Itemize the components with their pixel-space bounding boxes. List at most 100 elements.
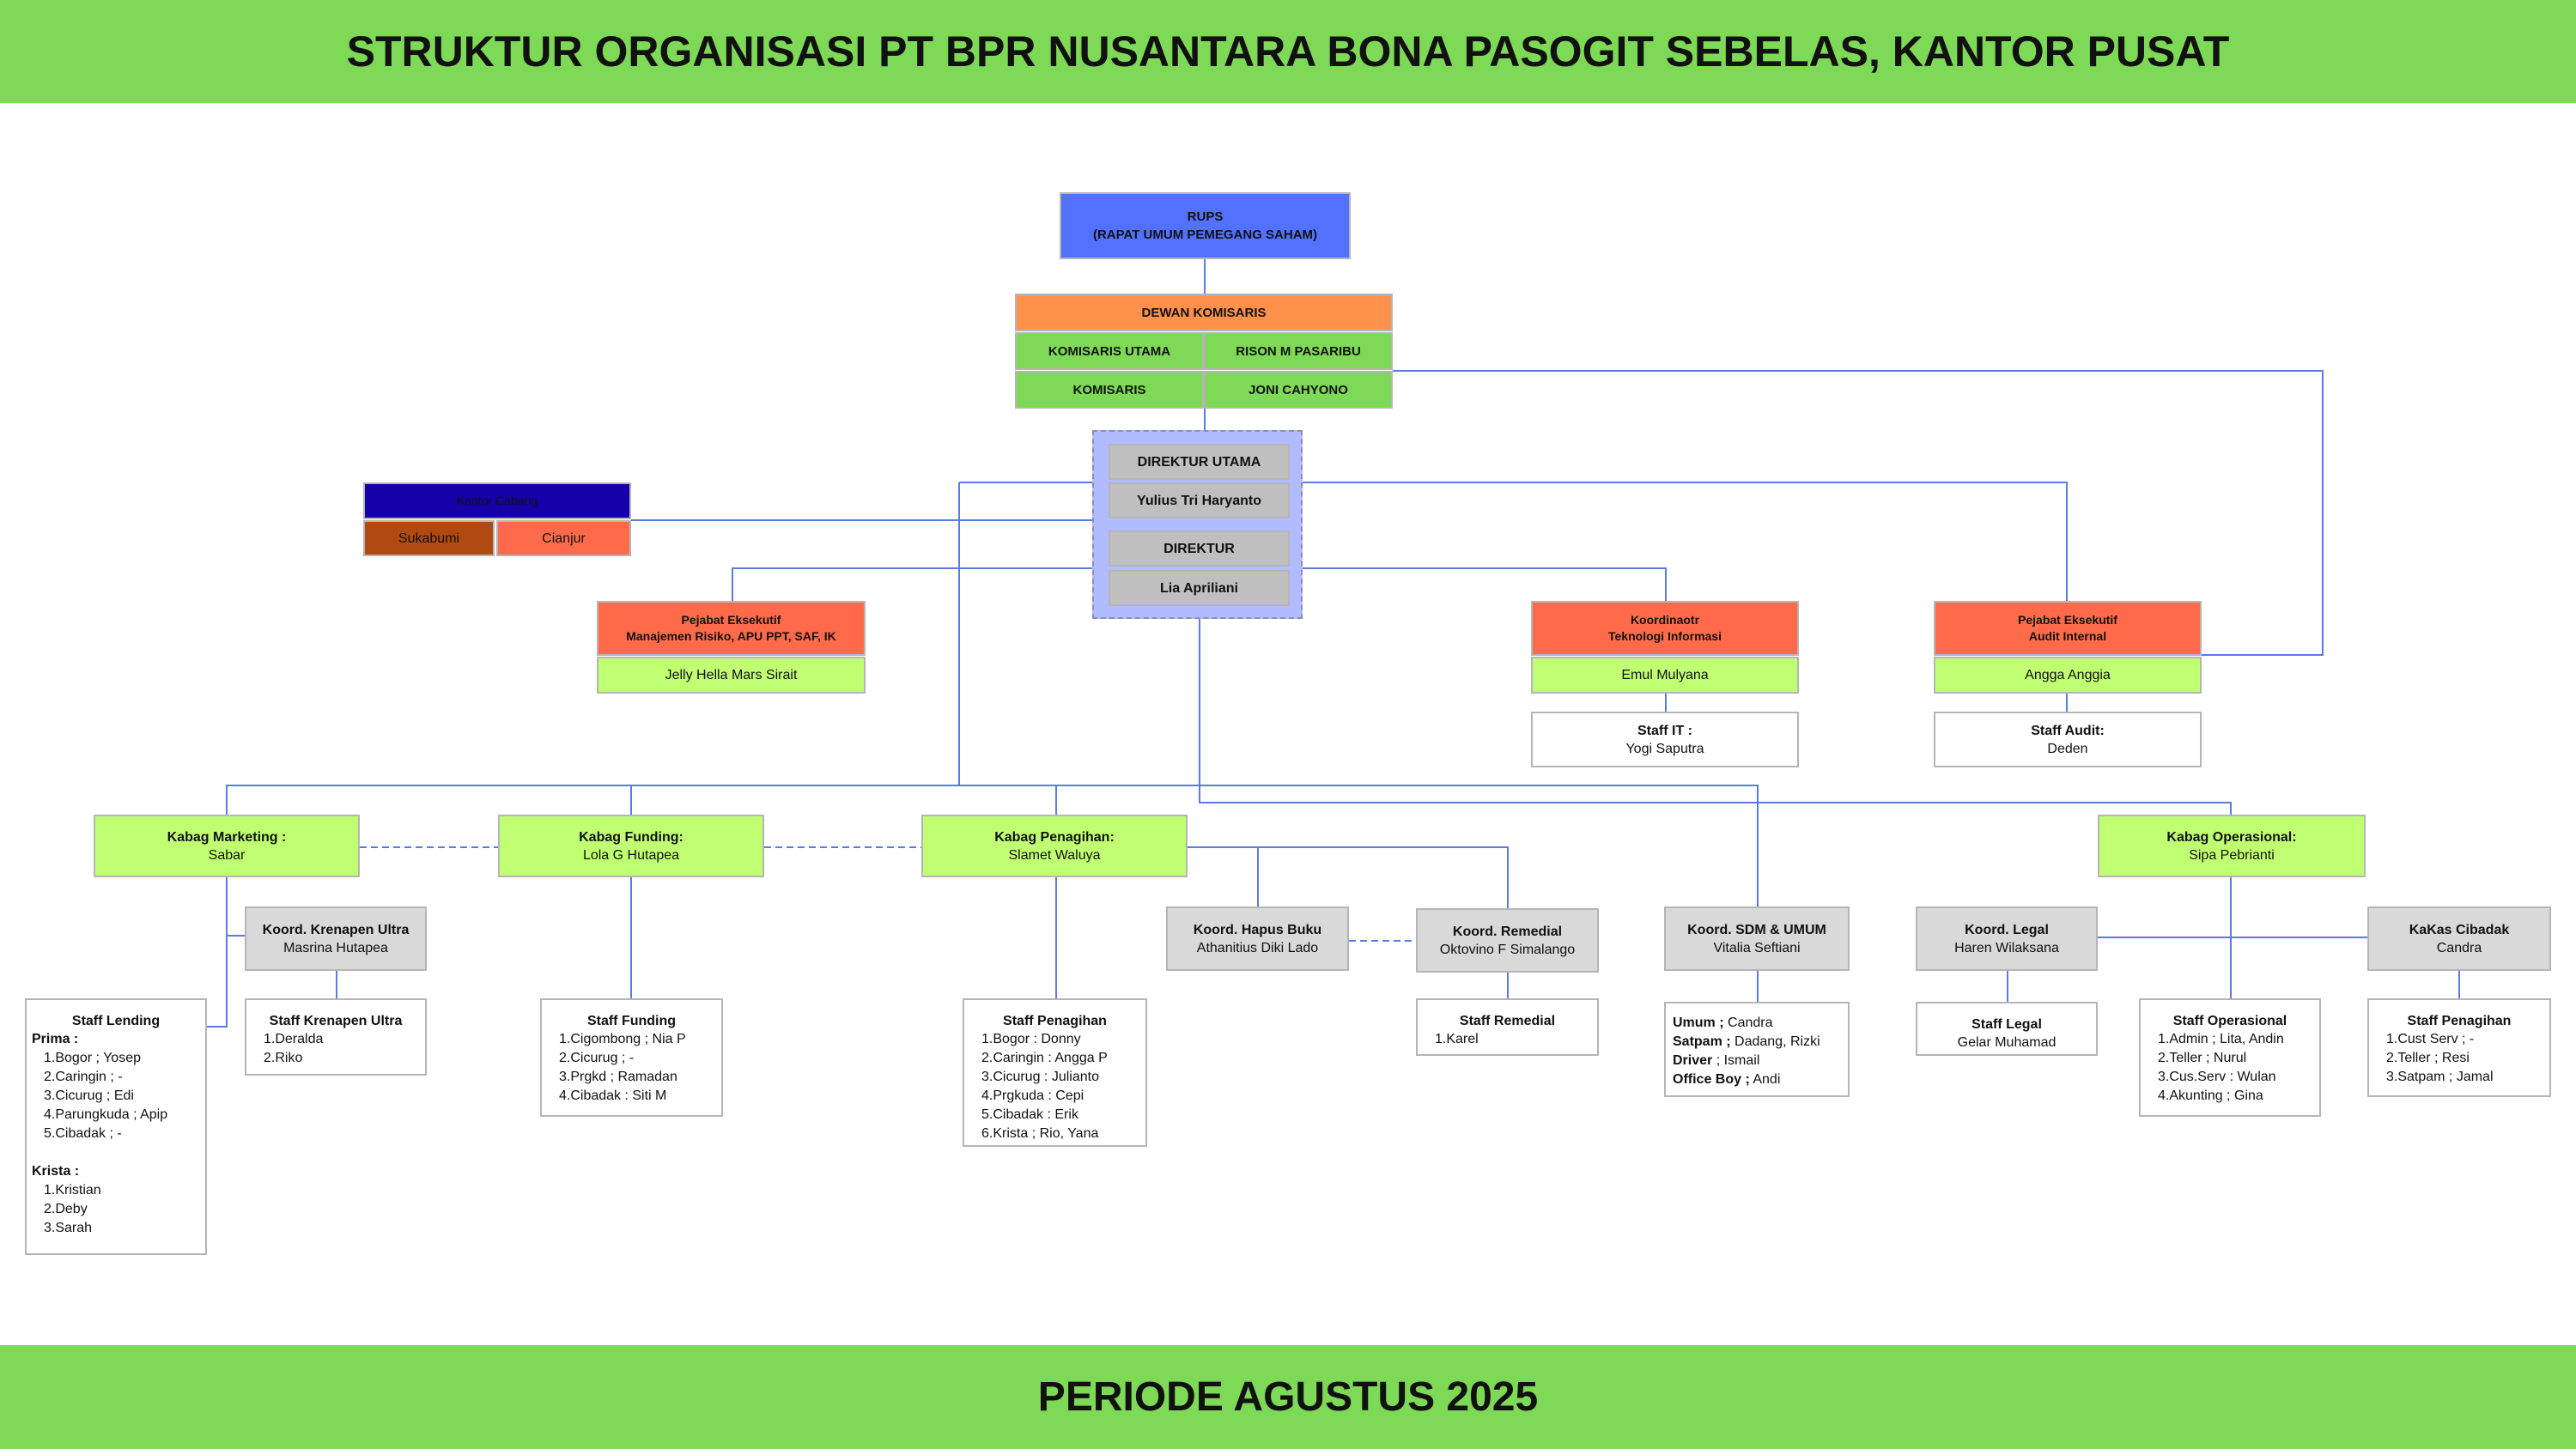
list-item-value: ; Ismail: [1712, 1053, 1760, 1068]
page-title: STRUKTUR ORGANISASI PT BPR NUSANTARA BON…: [0, 0, 2576, 103]
list-item-label: Office Boy ;: [1673, 1072, 1750, 1087]
staff-audit-box: Staff Audit: Deden: [1934, 712, 2202, 767]
list-item: 4.Prgkuda : Cepi: [981, 1088, 1084, 1103]
kabag-penagihan-title: Kabag Penagihan:: [994, 829, 1115, 845]
list-item: Umum ; Candra: [1673, 1014, 1820, 1033]
rups-label: RUPS: [1187, 209, 1224, 224]
kabag-marketing-name: Sabar: [208, 847, 246, 863]
koord-hapus-buku-title: Koord. Hapus Buku: [1193, 922, 1322, 937]
pejabat-mr-title-line1: Pejabat Eksekutif: [681, 613, 781, 627]
komisaris-utama-role: KOMISARIS UTAMA: [1015, 332, 1204, 370]
kabag-marketing-box: Kabag Marketing : Sabar: [94, 815, 360, 877]
komisaris-utama-name: RISON M PASARIBU: [1204, 332, 1393, 370]
kabag-operasional-box: Kabag Operasional: Sipa Pebrianti: [2098, 815, 2366, 877]
koord-ti-name: Emul Mulyana: [1531, 657, 1799, 694]
list-item-value: Candra: [1723, 1016, 1773, 1030]
list-item: 3.Prgkd ; Ramadan: [559, 1070, 677, 1084]
staff-penagihan-title: Staff Penagihan: [1003, 1014, 1107, 1028]
period-footer: PERIODE AGUSTUS 2025: [0, 1345, 2576, 1449]
list-item: 1.Bogor : Donny: [981, 1032, 1081, 1046]
list-item: Satpam ; Dadang, Rizki: [1673, 1033, 1820, 1052]
koord-hapus-buku-box: Koord. Hapus Buku Athanitius Diki Lado: [1166, 906, 1349, 971]
staff-audit-title: Staff Audit:: [2031, 723, 2105, 738]
staff-remedial-title: Staff Remedial: [1459, 1014, 1556, 1028]
pejabat-mr-title: Pejabat Eksekutif Manajemen Risiko, APU …: [597, 601, 866, 656]
list-item: 3.Cus.Serv : Wulan: [2158, 1070, 2276, 1084]
prima-list: 1.Bogor ; Yosep 2.Caringin ; - 3.Cicurug ;…: [32, 1049, 167, 1143]
list-item: 4.Parungkuda ; Apip: [44, 1107, 168, 1122]
kakas-cibadak-title: KaKas Cibadak: [2409, 922, 2510, 937]
staff-kakas-title: Staff Penagihan: [2407, 1014, 2512, 1028]
staff-lending-title: Staff Lending: [71, 1014, 161, 1028]
koord-ti-title: Koordinaotr Teknologi Informasi: [1531, 601, 1799, 656]
list-item: 2.Caringin : Angga P: [981, 1051, 1108, 1065]
staff-remedial-list: 1.Karel: [1418, 1030, 1479, 1049]
koord-ti-title-line1: Koordinaotr: [1630, 613, 1700, 627]
staff-krenapen-title: Staff Krenapen Ultra: [269, 1014, 403, 1028]
krista-label: Krista :: [32, 1164, 80, 1179]
list-item: 1.Cust Serv ; -: [2386, 1032, 2475, 1046]
pejabat-audit-name: Angga Anggia: [1934, 657, 2202, 694]
komisaris-role: KOMISARIS: [1015, 371, 1204, 409]
cabang-cianjur: Cianjur: [496, 520, 631, 556]
cabang-sukabumi: Sukabumi: [363, 520, 495, 556]
koord-legal-name: Haren Wilaksana: [1954, 940, 2059, 955]
list-item: 1.Bogor ; Yosep: [44, 1051, 141, 1065]
direktur-utama-name: Yulius Tri Haryanto: [1109, 482, 1290, 518]
kabag-funding-box: Kabag Funding: Lola G Hutapea: [498, 815, 764, 877]
staff-it-title: Staff IT :: [1637, 723, 1692, 738]
list-item: 2.Riko: [264, 1051, 303, 1065]
pejabat-audit-title-line1: Pejabat Eksekutif: [2018, 613, 2117, 627]
koord-krenapen-title: Koord. Krenapen Ultra: [262, 922, 410, 937]
staff-kakas-box: Staff Penagihan 1.Cust Serv ; - 2.Teller …: [2367, 998, 2551, 1097]
dewan-komisaris-title: DEWAN KOMISARIS: [1015, 294, 1393, 331]
list-item: 1.Karel: [1435, 1032, 1479, 1046]
list-item: 3.Sarah: [44, 1221, 93, 1235]
koord-remedial-name: Oktovino F Simalango: [1439, 942, 1576, 957]
list-item: 5.Cibadak ; -: [44, 1126, 122, 1141]
kabag-penagihan-name: Slamet Waluya: [1008, 847, 1101, 863]
list-item-label: Driver: [1673, 1053, 1713, 1068]
list-item: 3.Cicurug ; Edi: [44, 1088, 134, 1103]
staff-audit-name: Deden: [2047, 741, 2088, 756]
prima-label: Prima :: [32, 1032, 79, 1046]
list-item: 2.Caringin ; -: [44, 1070, 123, 1084]
list-item: Driver ; Ismail: [1673, 1052, 1820, 1070]
direktur-utama-title: DIREKTUR UTAMA: [1109, 444, 1290, 480]
koord-remedial-box: Koord. Remedial Oktovino F Simalango: [1416, 908, 1599, 973]
list-item: 1.Cigombong ; Nia P: [559, 1032, 686, 1046]
koord-sdm-title: Koord. SDM & UMUM: [1687, 922, 1826, 937]
list-item-value: Dadang, Rizki: [1730, 1034, 1820, 1049]
kakas-cibadak-name: Candra: [2436, 940, 2482, 955]
pejabat-mr-title-line2: Manajemen Risiko, APU PPT, SAF, IK: [626, 629, 836, 643]
koord-hapus-buku-name: Athanitius Diki Lado: [1196, 940, 1319, 955]
staff-it-box: Staff IT : Yogi Saputra: [1531, 712, 1799, 767]
staff-legal-box: Staff Legal Gelar Muhamad: [1916, 1002, 2098, 1056]
koord-ti-title-line2: Teknologi Informasi: [1608, 629, 1722, 643]
list-item: 6.Krista ; Rio, Yana: [981, 1126, 1099, 1141]
staff-it-name: Yogi Saputra: [1625, 741, 1704, 756]
list-item: 2.Teller ; Resi: [2386, 1051, 2470, 1065]
pejabat-audit-title-line2: Audit Internal: [2028, 629, 2107, 643]
kabag-funding-title: Kabag Funding:: [579, 829, 683, 845]
staff-legal-title: Staff Legal: [1971, 1017, 2042, 1032]
staff-remedial-box: Staff Remedial 1.Karel: [1416, 998, 1599, 1056]
rups-full-label: (RAPAT UMUM PEMEGANG SAHAM): [1092, 227, 1318, 242]
kabag-marketing-title: Kabag Marketing :: [167, 829, 287, 845]
staff-penagihan-box: Staff Penagihan 1.Bogor : Donny 2.Caringi…: [963, 998, 1147, 1147]
pejabat-audit-title: Pejabat Eksekutif Audit Internal: [1934, 601, 2202, 656]
list-item: 1.Admin ; Lita, Andin: [2158, 1032, 2284, 1046]
koord-sdm-box: Koord. SDM & UMUM Vitalia Seftiani: [1664, 906, 1850, 971]
list-item: 1.Kristian: [44, 1183, 101, 1197]
komisaris-name: JONI CAHYONO: [1204, 371, 1393, 409]
list-item: Office Boy ; Andi: [1673, 1070, 1820, 1089]
koord-legal-box: Koord. Legal Haren Wilaksana: [1916, 906, 2098, 971]
